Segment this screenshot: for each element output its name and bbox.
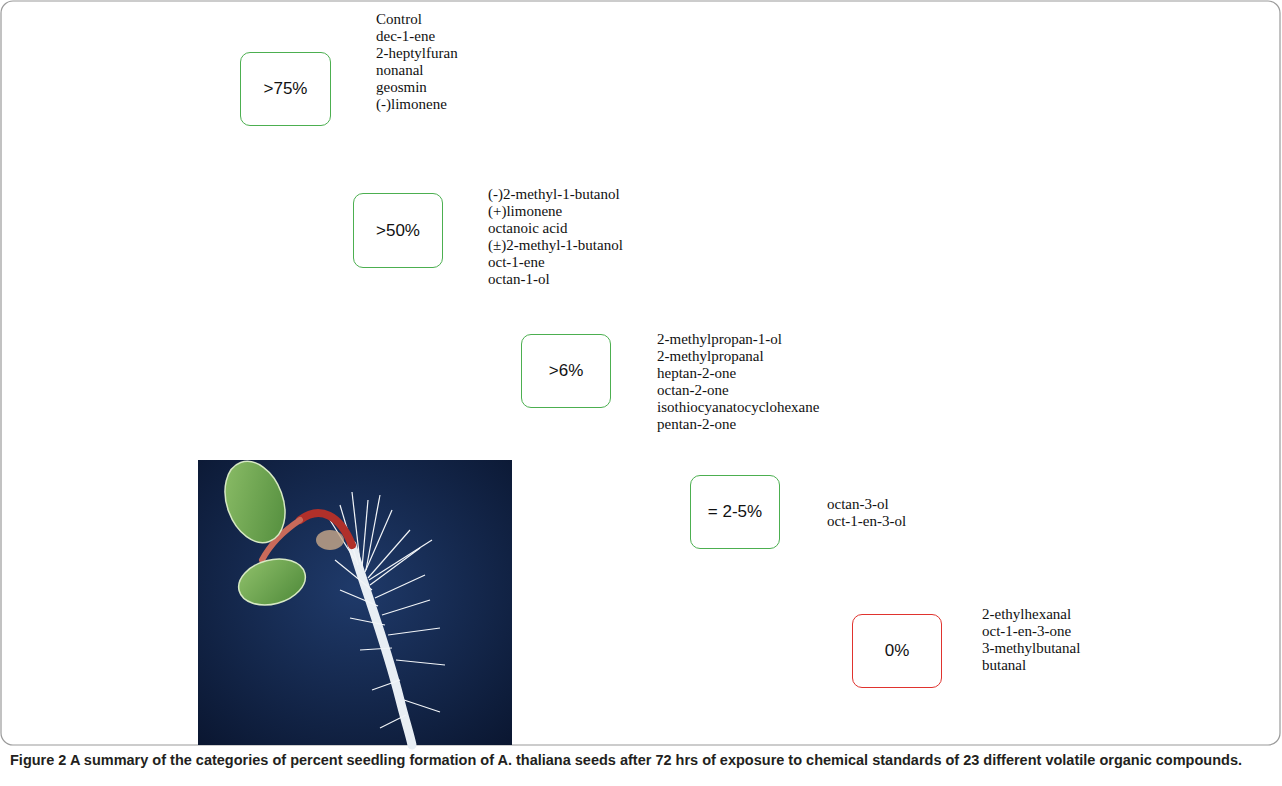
category-box-red: 0% [852,614,942,688]
percent-label: >75% [264,79,308,99]
compound-name: oct-1-en-3-one [982,623,1071,640]
compound-name: octan-1-ol [488,271,550,288]
compound-name: octan-2-one [657,382,729,399]
category-box: >50% [353,193,443,268]
compound-name: 3-methylbutanal [982,640,1080,657]
compound-name: oct-1-en-3-ol [827,513,906,530]
compound-name: oct-1-ene [488,254,545,271]
percent-label: >6% [549,361,584,381]
compound-name: 2-methylpropan-1-ol [657,331,782,348]
compound-name: dec-1-ene [376,28,435,45]
compound-name: (+)limonene [488,203,562,220]
compound-name: Control [376,11,422,28]
percent-label: >50% [376,221,420,241]
compound-name: (-)limonene [376,96,447,113]
compound-name: butanal [982,657,1026,674]
compound-name: octanoic acid [488,220,568,237]
category-box: = 2-5% [690,475,780,549]
compound-name: (±)2-methyl-1-butanol [488,237,623,254]
percent-label: = 2-5% [708,502,762,522]
compound-name: (-)2-methyl-1-butanol [488,186,620,203]
category-box: >6% [521,334,611,408]
figure-caption: Figure 2 A summary of the categories of … [10,752,1272,769]
compound-name: isothiocyanatocyclohexane [657,399,819,416]
category-box: >75% [240,52,331,126]
seedling-photo [198,453,512,745]
compound-name: 2-heptylfuran [376,45,458,62]
compound-name: pentan-2-one [657,416,736,433]
percent-label: 0% [885,641,910,661]
figure-frame [1,1,1280,745]
compound-name: geosmin [376,79,427,96]
compound-name: nonanal [376,62,423,79]
compound-name: 2-methylpropanal [657,348,764,365]
compound-name: 2-ethylhexanal [982,606,1071,623]
compound-name: octan-3-ol [827,496,889,513]
compound-name: heptan-2-one [657,365,736,382]
